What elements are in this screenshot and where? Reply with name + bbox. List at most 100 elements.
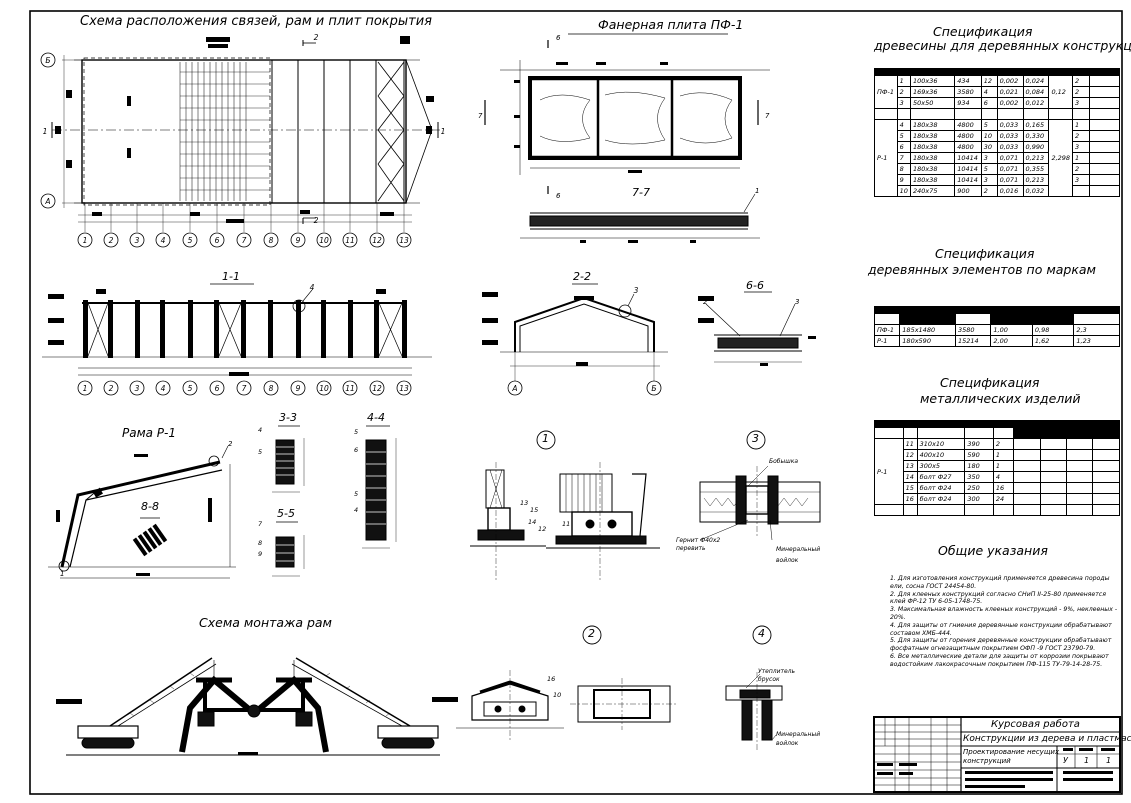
node-4-label: 4 — [758, 627, 765, 640]
cell: болт Ф27 — [916, 471, 966, 483]
table-row: 15 болт Ф24 250 16 — [875, 482, 1120, 494]
cell: 15214 — [954, 335, 992, 347]
table-row-spacer — [874, 108, 1120, 120]
mark-cell: Р-1 — [874, 119, 898, 197]
plywood-plate-title: Фанерная плита ПФ-1 — [598, 17, 744, 32]
cell: 900 — [954, 185, 982, 197]
notes-list: 1. Для изготовления конструкций применяе… — [890, 575, 1122, 669]
cell: 1 — [1072, 119, 1091, 131]
label-bobyshka: Бобышка — [769, 458, 799, 465]
cell: 185х1480 — [899, 324, 956, 336]
axis-label: 12 — [372, 236, 382, 245]
cell: 9 — [896, 174, 911, 186]
callout-number: 14 — [528, 518, 536, 526]
cell: 0,033 — [996, 119, 1024, 131]
cell: 180 — [964, 460, 994, 472]
total-cell: 0,12 — [1048, 75, 1074, 109]
table-row: 16 болт Ф24 300 24 — [875, 493, 1120, 505]
cell: 3580 — [954, 324, 992, 336]
cell: 300 — [964, 493, 994, 505]
label-perevit: перевить — [676, 545, 706, 552]
stamp-topic-line2: конструкций — [963, 757, 1011, 765]
cell: 590 — [964, 449, 994, 461]
stamp-sheets: 1 — [1106, 756, 1112, 765]
spec-metal-table: Р-1 11 310х10 390 2 12 400х10 590 1 13 3… — [874, 420, 1120, 516]
cell: 3 — [980, 174, 998, 186]
callout-number: 3 — [634, 286, 639, 295]
table-row: Р-1 4 180х38 4800 5 0,033 0,165 2,298 1 — [874, 119, 1120, 197]
axis-label: 13 — [399, 236, 409, 245]
table-row: 2 169х36 3580 4 0,021 0,084 2 — [875, 86, 1120, 98]
table-row: 13 300х5 180 1 — [875, 460, 1120, 472]
cell: 0,033 — [996, 141, 1024, 153]
callout-number: 2 — [703, 298, 708, 306]
cell: 180х38 — [909, 152, 956, 164]
axis-label: 3 — [135, 384, 140, 393]
node-1 — [470, 430, 660, 580]
section-mark: 2 — [314, 216, 319, 225]
cell: 169х36 — [909, 86, 956, 98]
cell: 1 — [992, 449, 1015, 461]
cell: 12 — [902, 449, 918, 461]
callout-number: 4 — [354, 506, 358, 514]
cell: 2 — [1072, 130, 1091, 142]
axis-label: 1 — [83, 384, 88, 393]
label-uteplitel: Утеплитель — [758, 668, 796, 675]
callout-number: 16 — [547, 675, 555, 683]
cell: 0,024 — [1022, 75, 1050, 87]
cell: 2,00 — [990, 335, 1033, 347]
node-3 — [699, 430, 821, 541]
scheme-title: Схема расположения связей, рам и плит по… — [80, 14, 432, 29]
section-7-7 — [520, 186, 760, 243]
callout-number: 12 — [538, 525, 546, 533]
total-cell: 2,298 — [1048, 119, 1074, 197]
notes-title: Общие указания — [938, 543, 1048, 558]
cell: 50х50 — [909, 97, 956, 109]
stamp-topic-line1: Проектирование несущих — [963, 748, 1060, 756]
label-voylok: войлок — [776, 557, 799, 564]
axis-label: 5 — [188, 384, 193, 393]
cell: 2 — [980, 185, 998, 197]
callout-number: 11 — [562, 520, 570, 528]
axis-label: 2 — [109, 236, 114, 245]
table-row: ПФ-1 185х1480 3580 1,00 0,98 2,3 — [873, 324, 1120, 336]
callout-number: 4 — [310, 283, 315, 292]
cell: 0,990 — [1022, 141, 1050, 153]
node-4 — [725, 625, 783, 752]
cell: 434 — [954, 75, 982, 87]
section-3-3-title: 3-3 — [279, 411, 297, 424]
section-4-4-title: 4-4 — [367, 411, 385, 424]
cell: 0,012 — [1022, 97, 1050, 109]
cell: 310х10 — [916, 438, 966, 450]
cell: 2 — [896, 86, 911, 98]
axis-label: 3 — [135, 236, 140, 245]
axis-label: 13 — [399, 384, 409, 393]
cell: 1,23 — [1073, 335, 1120, 347]
axis-label: 7 — [242, 236, 247, 245]
cell: 1 — [896, 75, 911, 87]
table-row: 7 180х38 10414 3 0,071 0,213 1 — [875, 152, 1120, 164]
cell: 250 — [964, 482, 994, 494]
node-2-marks: 16 10 — [547, 675, 561, 699]
cell: 350 — [964, 471, 994, 483]
axis-label: 9 — [296, 236, 301, 245]
cell: 0,98 — [1031, 324, 1075, 336]
label-mineral-2: Минеральный — [776, 731, 821, 738]
axis-row-plan — [40, 52, 412, 248]
cell: 1 — [1072, 152, 1091, 164]
axis-label: 8 — [269, 384, 274, 393]
section-mark: 6 — [556, 34, 561, 42]
axis-labels-plan: 1 2 3 4 5 6 7 8 9 10 11 12 13 Б А 2 2 1 … — [43, 33, 446, 245]
cell: 3 — [896, 97, 911, 109]
cell: болт Ф24 — [916, 482, 966, 494]
cell: 0,002 — [996, 97, 1024, 109]
axis-label: 4 — [161, 236, 166, 245]
axis-label: 7 — [242, 384, 247, 393]
node-1-label: 1 — [542, 432, 549, 445]
axis-label: 11 — [345, 236, 355, 245]
note-item: 2. Для клееных конструкций согласно СНиП… — [890, 590, 1106, 606]
sheet-frame — [29, 10, 1123, 795]
section-8-8-title: 8-8 — [141, 500, 159, 513]
cell: 0,084 — [1022, 86, 1050, 98]
table-row-spacer — [874, 504, 1120, 516]
